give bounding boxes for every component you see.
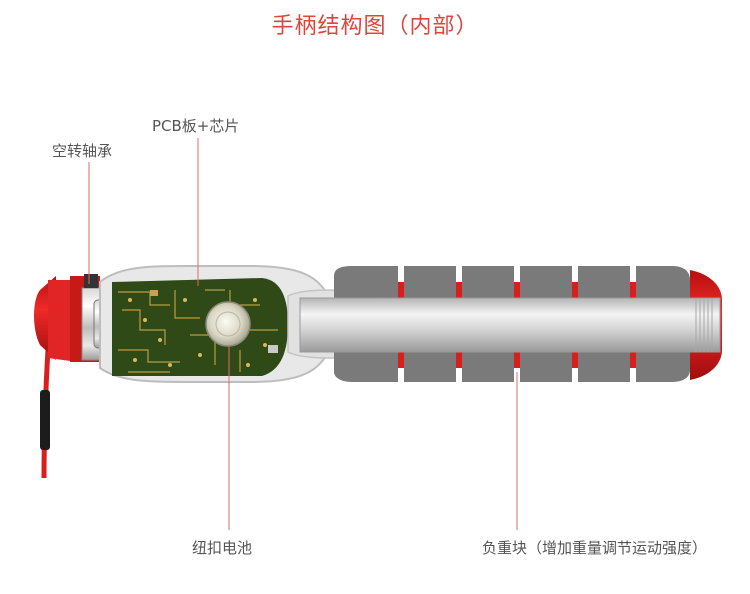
coin-battery <box>205 301 251 347</box>
foam-grip <box>334 266 690 382</box>
weight-label: 负重块（增加重量调节运动强度） <box>482 539 708 557</box>
battery-label: 纽扣电池 <box>192 539 253 557</box>
tube-thread <box>695 298 713 352</box>
pcb-board <box>112 278 288 376</box>
pcb-label: PCB板+芯片 <box>152 117 240 135</box>
steel-tube <box>299 297 721 353</box>
leader-lines <box>88 138 518 530</box>
bearing-label: 空转轴承 <box>52 142 113 160</box>
diagram-title: 手柄结构图（内部） <box>271 14 479 39</box>
